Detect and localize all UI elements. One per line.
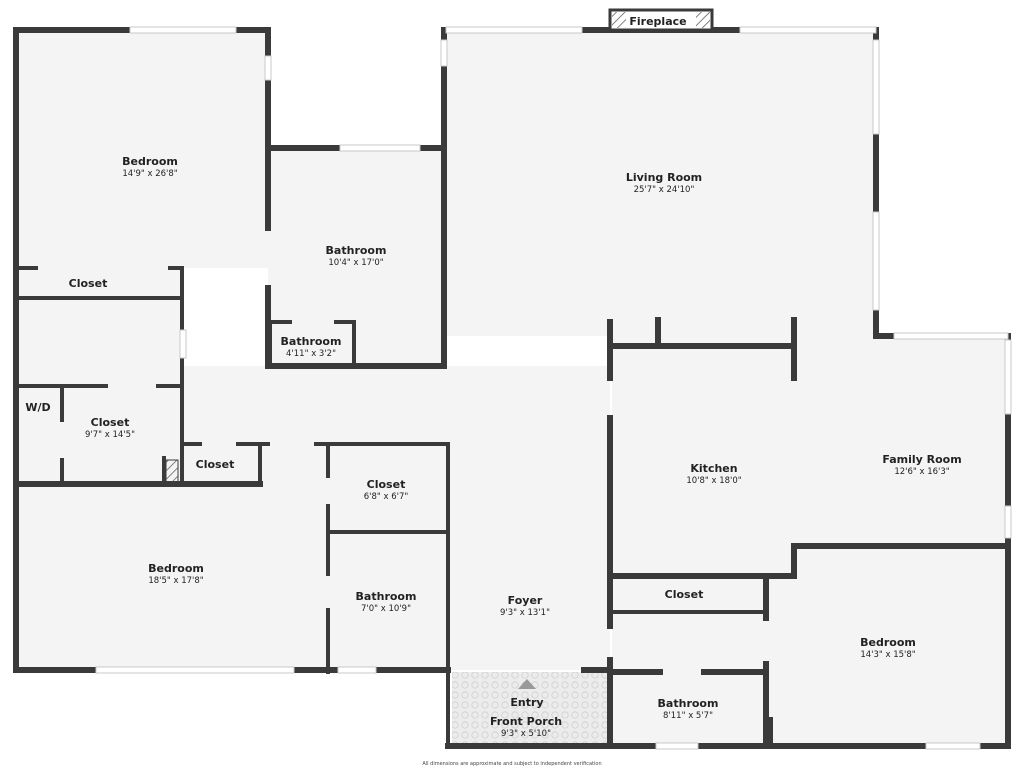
walls [13, 27, 1011, 749]
room-name: Closet [665, 588, 704, 601]
windows [95, 26, 1012, 750]
room-name: W/D [25, 401, 50, 414]
room-dim: 9'3" x 5'10" [501, 729, 551, 739]
entry-arrow-icon [518, 679, 536, 689]
room-name: Family Room [882, 453, 961, 466]
fireplace: Fireplace [608, 8, 714, 32]
room-name: Bathroom [326, 244, 387, 257]
room-dim: 8'11" x 5'7" [663, 711, 713, 721]
room-dim: 10'4" x 17'0" [328, 258, 383, 268]
room-name: Front Porch [490, 715, 562, 728]
room-name: Bathroom [281, 335, 342, 348]
room-name: Closet [196, 458, 235, 471]
room-name: Living Room [626, 171, 702, 184]
room-name: Closet [69, 277, 108, 290]
room-dim: 9'3" x 13'1" [500, 608, 550, 618]
room-dim: 9'7" x 14'5" [85, 430, 135, 440]
room-name: Closet [91, 416, 130, 429]
room-name: Bedroom [122, 155, 178, 168]
room-dim: 10'8" x 18'0" [686, 476, 741, 486]
room-name: Bedroom [860, 636, 916, 649]
footnote: All dimensions are approximate and subje… [422, 761, 601, 767]
entry-label: Entry [510, 696, 543, 709]
room-name: Bathroom [356, 590, 417, 603]
room-dim: 4'11" x 3'2" [286, 349, 336, 359]
room-dim: 18'5" x 17'8" [148, 576, 203, 586]
room-dim: 6'8" x 6'7" [364, 492, 409, 502]
room-dim: 12'6" x 16'3" [894, 467, 949, 477]
room-labels: Bedroom 14'9" x 26'8" Bathroom 10'4" x 1… [25, 155, 961, 739]
room-name: Closet [367, 478, 406, 491]
room-name: Bathroom [658, 697, 719, 710]
room-name: Bedroom [148, 562, 204, 575]
room-name: Foyer [508, 594, 543, 607]
room-dim: 14'3" x 15'8" [860, 650, 915, 660]
floor-areas [16, 30, 1008, 746]
fireplace-label: Fireplace [629, 15, 686, 28]
room-dim: 14'9" x 26'8" [122, 169, 177, 179]
chase-hatch [165, 459, 179, 483]
room-dim: 25'7" x 24'10" [634, 185, 695, 195]
room-name: Kitchen [690, 462, 737, 475]
room-dim: 7'0" x 10'9" [361, 604, 411, 614]
